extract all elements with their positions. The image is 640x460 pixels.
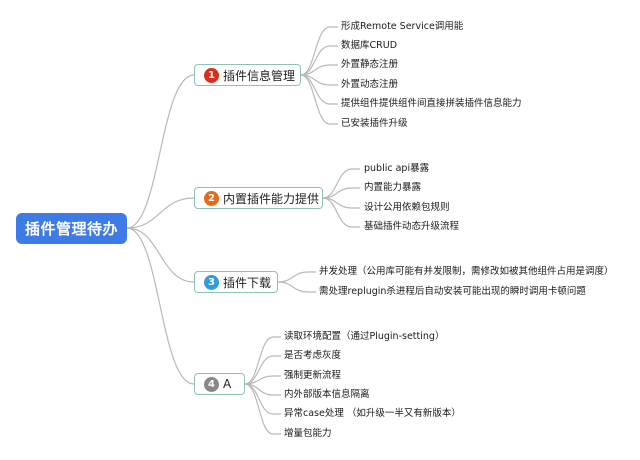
connector-b4-i1 — [244, 336, 281, 385]
leaf-b1-item-1[interactable]: 形成Remote Service调用能 — [341, 21, 464, 32]
branch-plugin-download[interactable]: 3 插件下载 — [194, 271, 278, 293]
priority-badge-1: 1 — [204, 67, 219, 83]
branch-plugin-info-management[interactable]: 1 插件信息管理 — [194, 64, 301, 86]
leaf-b4-item-2[interactable]: 是否考虑灰度 — [284, 350, 342, 361]
leaf-b4-item-3[interactable]: 强制更新流程 — [284, 370, 342, 381]
connector-root-branch-4 — [126, 227, 195, 385]
leaf-b4-item-5[interactable]: 异常case处理 （如升级一半又有新版本） — [284, 408, 461, 419]
leaf-b3-item-1[interactable]: 并发处理（公用库可能有并发限制，需修改如被其他组件占用是调度） — [319, 266, 614, 277]
connector-root-branch-2 — [126, 197, 195, 229]
leaf-b2-item-2[interactable]: 内置能力暴露 — [364, 182, 422, 193]
leaf-b1-item-3[interactable]: 外置静态注册 — [341, 59, 399, 70]
connector-b4-i6 — [244, 383, 281, 435]
connector-b2-i1 — [322, 168, 360, 199]
connector-root-branch-1 — [126, 74, 195, 229]
priority-badge-3: 3 — [204, 274, 219, 290]
leaf-b1-item-4[interactable]: 外置动态注册 — [341, 79, 399, 90]
connector-b2-i4 — [322, 197, 360, 228]
root-topic-label: 插件管理待办 — [24, 220, 118, 238]
connector-b3-i2 — [277, 281, 316, 293]
leaf-b1-item-5[interactable]: 提供组件提供组件间直接拼装插件信息能力 — [341, 98, 522, 109]
connector-b1-i3 — [300, 64, 338, 76]
leaf-b2-item-3[interactable]: 设计公用依赖包规则 — [364, 202, 450, 213]
leaf-b1-item-6[interactable]: 已安装插件升级 — [341, 118, 408, 129]
leaf-b4-item-4[interactable]: 内外部版本信息隔离 — [284, 389, 370, 400]
leaf-b2-item-4[interactable]: 基础插件动态升级流程 — [364, 221, 460, 232]
connector-b4-i2 — [244, 355, 281, 385]
leaf-b3-item-2[interactable]: 需处理replugin杀进程后自动安装可能出现的瞬时调用卡顿问题 — [319, 286, 586, 297]
branch-label: A — [223, 377, 232, 391]
connector-b4-i5 — [244, 383, 281, 415]
root-topic[interactable]: 插件管理待办 — [16, 213, 127, 244]
connector-b3-i1 — [277, 271, 316, 283]
branch-a[interactable]: 4 A — [194, 373, 245, 395]
connector-b1-i5 — [300, 74, 338, 105]
leaf-b4-item-6[interactable]: 增量包能力 — [284, 428, 332, 439]
connector-b2-i2 — [322, 187, 360, 199]
branch-label: 插件信息管理 — [223, 68, 296, 83]
branch-label: 内置插件能力提供 — [223, 191, 320, 206]
priority-badge-4: 4 — [204, 376, 219, 392]
branch-label: 插件下载 — [223, 275, 272, 290]
connector-b1-i2 — [300, 45, 338, 76]
leaf-b2-item-1[interactable]: public api暴露 — [364, 163, 430, 174]
leaf-b1-item-2[interactable]: 数据库CRUD — [341, 40, 398, 51]
connector-b1-i6 — [300, 74, 338, 125]
leaf-b4-item-1[interactable]: 读取环境配置（通过Plugin-setting） — [284, 331, 445, 342]
connector-b4-i3 — [244, 375, 281, 385]
branch-builtin-plugin-capability[interactable]: 2 内置插件能力提供 — [194, 187, 323, 209]
priority-badge-2: 2 — [204, 190, 219, 206]
connector-root-branch-3 — [126, 227, 195, 283]
